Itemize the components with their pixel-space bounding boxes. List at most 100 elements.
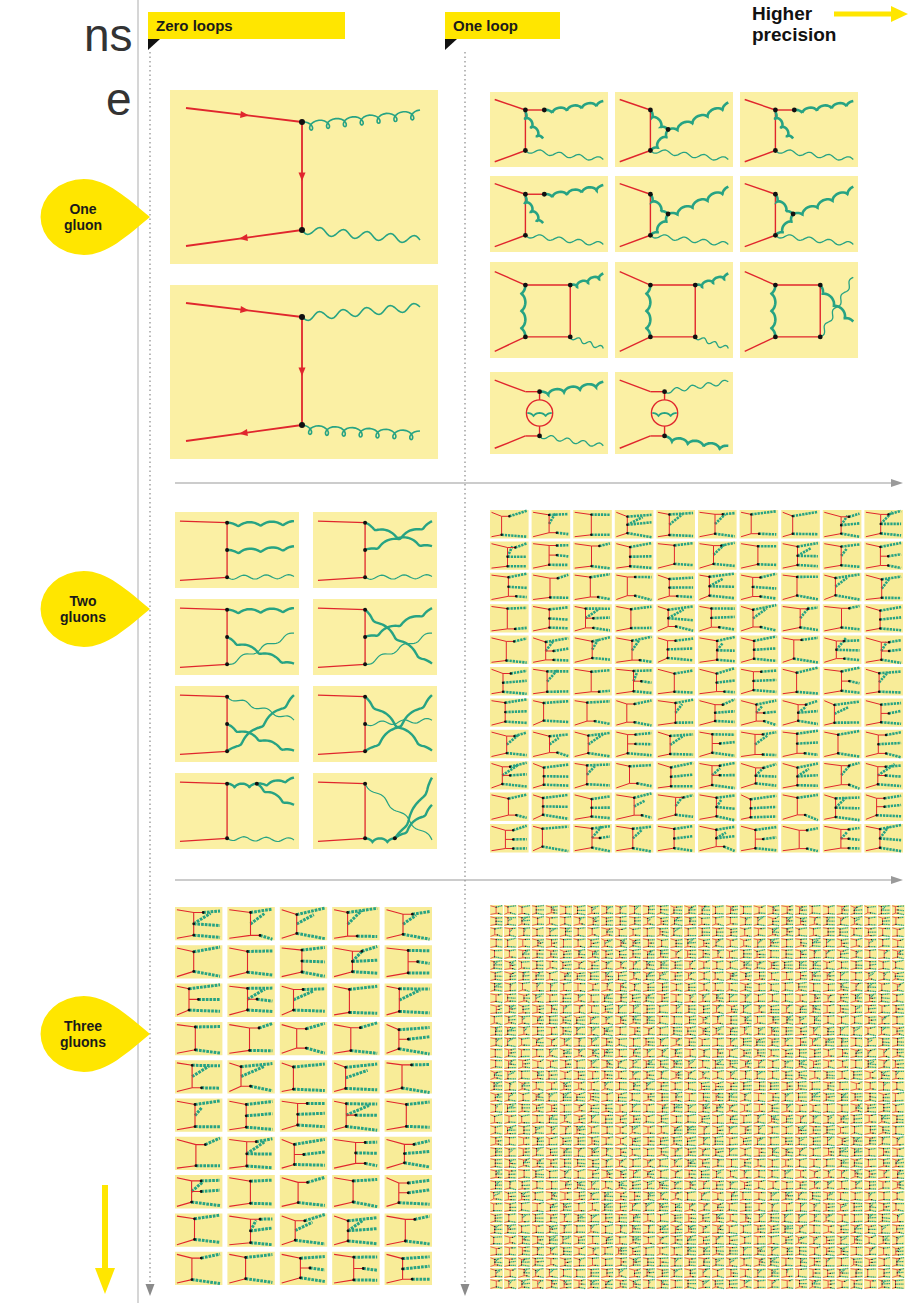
photon-line	[227, 837, 294, 842]
gluon-line	[775, 214, 793, 235]
vertex-dot	[666, 212, 671, 217]
diagram-panel	[175, 686, 299, 762]
diagram-panel	[313, 512, 437, 588]
diagram-cells	[490, 510, 903, 852]
fermion-line	[745, 151, 776, 162]
axis-arrowhead	[891, 479, 903, 487]
vertex-dot	[255, 782, 259, 786]
fermion-line	[775, 284, 820, 285]
fermion-line	[525, 284, 570, 285]
fermion-line	[318, 577, 365, 580]
fermion-line	[745, 184, 776, 195]
fermion-line	[620, 337, 651, 351]
diagram-panel	[740, 262, 858, 358]
fermion-line	[620, 151, 651, 162]
gluon-line	[668, 103, 728, 131]
vertex-dot	[225, 782, 229, 786]
gluon-lines	[189, 908, 430, 1283]
slide-title-fragment: e	[106, 74, 132, 124]
diagram-panel	[313, 773, 437, 849]
gluon-line	[650, 194, 668, 214]
fermion-lines	[177, 910, 418, 1283]
photon-line	[525, 235, 603, 245]
vertex-dot	[299, 422, 305, 428]
diagram-panel	[615, 372, 733, 454]
vertex-dot	[773, 233, 778, 238]
vertex-dot	[225, 635, 229, 639]
gluon-line	[695, 274, 728, 287]
dotted-axis	[149, 52, 150, 1284]
diagram-panel	[490, 92, 608, 167]
diagram-panel	[175, 773, 299, 849]
vertex-dot	[225, 608, 229, 612]
fermion-line	[495, 436, 526, 448]
vertex-dot	[363, 695, 367, 699]
gluon-lines	[494, 905, 904, 1288]
fermion-line	[620, 272, 651, 285]
row-marker: One gluon	[36, 176, 150, 258]
fermion-line	[318, 608, 365, 610]
fermion-arrow	[239, 429, 248, 436]
gluon-line	[365, 523, 432, 547]
gluon-line	[525, 196, 543, 223]
axis-label: Higher precision	[752, 3, 864, 45]
drop-fill	[41, 179, 150, 255]
vertex-dot	[662, 389, 667, 394]
fermion-line	[775, 109, 794, 110]
diagram-panel	[175, 599, 299, 675]
gluon-line	[771, 285, 775, 337]
gluon-line	[794, 101, 853, 113]
fermion-line	[180, 782, 227, 784]
fermion-line	[318, 521, 365, 523]
fermion-line	[186, 425, 302, 441]
dotted-axis	[464, 52, 465, 1284]
vertex-dot	[225, 662, 229, 666]
vertex-dot	[537, 434, 542, 439]
gluon-line	[227, 521, 294, 526]
vertex-dot	[648, 148, 653, 153]
photon-line	[695, 337, 728, 349]
vertex-dot	[542, 192, 547, 197]
fermion-line	[318, 782, 365, 784]
diagram-cells	[175, 907, 432, 1285]
fermion-loop	[651, 400, 677, 426]
vertex-dot	[363, 521, 367, 525]
photon-line	[302, 228, 420, 243]
fermion-arrow	[299, 173, 306, 182]
vertex-dot	[773, 148, 778, 153]
gluon-count-arrow	[102, 1185, 108, 1272]
gluon-line	[527, 413, 551, 416]
vertex-dot	[225, 521, 229, 525]
gluon-line	[775, 112, 793, 139]
vertex-dot	[299, 227, 305, 233]
fermion-line	[318, 751, 365, 754]
fermion-line	[570, 285, 571, 337]
vertex-dot	[666, 127, 671, 132]
vertex-dot	[568, 283, 573, 288]
diagram-cells	[490, 905, 905, 1289]
vertex-dot	[225, 836, 229, 840]
photon-line	[540, 436, 604, 447]
fermion-line	[775, 194, 776, 235]
fermion-line	[186, 230, 302, 246]
gluon-line	[544, 101, 603, 113]
vertex-dot	[225, 749, 229, 753]
vertex-dot	[773, 108, 778, 113]
diagram-panel	[313, 599, 437, 675]
fermion-line	[180, 751, 227, 754]
diagram-panel	[615, 92, 733, 167]
gluon-line	[302, 110, 420, 130]
drop-fill	[41, 571, 150, 647]
vertex-dot	[523, 192, 528, 197]
photon-line	[365, 575, 432, 580]
gluon-line	[646, 285, 650, 337]
vertex-dot	[791, 212, 796, 217]
gluon-line	[395, 778, 432, 839]
photon-line	[302, 304, 420, 321]
gluon-line	[365, 697, 432, 751]
fermion-line	[180, 695, 227, 697]
column-tab: One loop	[445, 12, 560, 39]
photon-line	[820, 277, 853, 337]
fermion-line	[745, 100, 776, 111]
fermion-line	[495, 235, 526, 246]
